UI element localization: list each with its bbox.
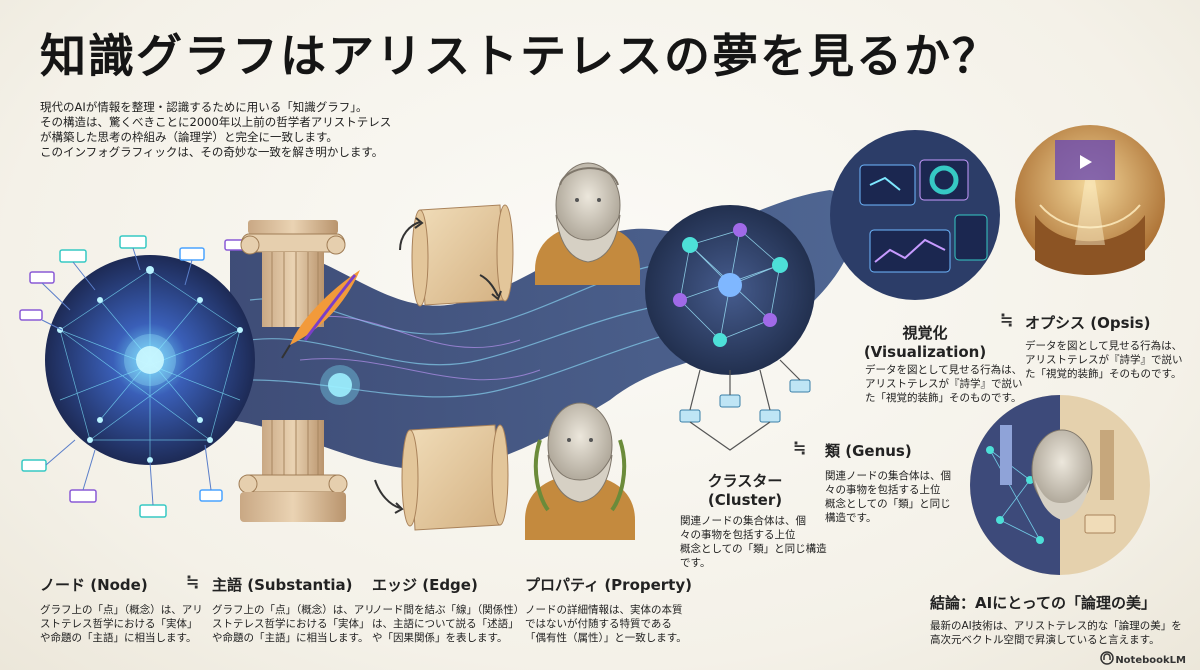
- cluster-heading-line: クラスター: [707, 472, 783, 490]
- property-heading: プロパティ (Property): [525, 576, 692, 594]
- substantia-heading: 主語 (Substantia): [212, 576, 353, 594]
- approx-symbol: ≒: [1000, 310, 1014, 329]
- dashboard-bubble: [830, 130, 1000, 300]
- node-body-line: グラフ上の「点」（概念）は、アリ: [40, 604, 203, 616]
- genus-block: 類 (Genus) 関連ノードの集合体は、個 々の事物を包括する上位 概念として…: [825, 440, 965, 525]
- visualization-body-line: データを図として見せる行為は、: [865, 364, 1023, 376]
- intro-line: このインフォグラフィックは、その奇妙な一致を解き明かします。: [40, 145, 384, 159]
- visualization-body-line: た「視覚的装飾」そのものです。: [865, 392, 1022, 404]
- visualization-heading-line: (Visualization): [863, 343, 987, 361]
- conclusion-heading: 結論：AIにとっての「論理の美」: [930, 594, 1156, 612]
- arrows: [374, 217, 502, 514]
- edge-body-line: や「因果関係」を表します。: [372, 632, 508, 644]
- property-block: プロパティ (Property) ノードの詳細情報は、実体の本質 ではないが付随…: [525, 574, 695, 645]
- genus-body-line: 概念としての「類」と同じ: [825, 498, 951, 510]
- visualization-body-line: アリストテレスが『詩学』で説い: [865, 378, 1023, 390]
- property-body-line: ではないが付随する特質である: [525, 618, 672, 630]
- genus-body-line: 々の事物を包括する上位: [825, 484, 941, 496]
- opsis-body-line: データを図として見せる行為は、: [1025, 340, 1183, 352]
- intro-line: 現代のAIが情報を整理・認識するために用いる「知識グラフ」。: [40, 100, 368, 114]
- cluster-heading-line: (Cluster): [707, 491, 783, 509]
- substantia-body: グラフ上の「点」（概念）は、アリ ストテレス哲学における「実体」 や命題の「主語…: [212, 603, 382, 645]
- opsis-block: オプシス (Opsis) データを図として見せる行為は、 アリストテレスが『詩学…: [1025, 312, 1190, 381]
- node-body-line: ストテレス哲学における「実体」: [40, 618, 198, 630]
- cluster-body-line: 々の事物を包括する上位: [680, 529, 796, 541]
- conclusion-block: 結論：AIにとっての「論理の美」 最新のAI技術は、アリストテレス的な「論理の美…: [930, 592, 1190, 647]
- cluster-body: 関連ノードの集合体は、個 々の事物を包括する上位 概念としての「類」と同じ構造 …: [680, 514, 830, 570]
- opsis-body: データを図として見せる行為は、 アリストテレスが『詩学』で説い た「視覚的装飾」…: [1025, 339, 1190, 381]
- edge-body: ノード間を結ぶ「線」（関係性） は、主語について説る「述語」 や「因果関係」を表…: [372, 603, 525, 645]
- cluster-bubble: [645, 205, 815, 451]
- opsis-body-line: た「視覚的装飾」そのものです。: [1025, 368, 1182, 380]
- knowledge-graph-globe: [19, 235, 360, 518]
- genus-heading: 類 (Genus): [825, 442, 912, 460]
- aristotle-bust-bottom: [525, 402, 635, 540]
- cluster-body-line: です。: [680, 557, 711, 569]
- opsis-heading: オプシス (Opsis): [1025, 314, 1151, 332]
- visualization-heading-line: 視覚化: [902, 324, 948, 342]
- node-heading: ノード (Node): [40, 576, 148, 594]
- genus-body-line: 関連ノードの集合体は、個: [825, 470, 951, 482]
- conclusion-bubble: [970, 395, 1150, 575]
- approx-symbol: ≒: [793, 438, 807, 457]
- substantia-body-line: ストテレス哲学における「実体」: [212, 618, 370, 630]
- cluster-body-line: 関連ノードの集合体は、個: [680, 515, 806, 527]
- notebooklm-logo: [1100, 651, 1114, 665]
- quill-feather: [281, 270, 360, 359]
- cluster-heading-block: クラスター (Cluster): [680, 470, 810, 509]
- aristotle-bust-top: [535, 162, 640, 285]
- footer-brand: NotebookLM: [1115, 655, 1186, 666]
- edge-block: エッジ (Edge) ノード間を結ぶ「線」（関係性） は、主語について説る「述語…: [372, 574, 525, 645]
- substantia-body-line: や命題の「主語」に相当します。: [212, 632, 369, 644]
- property-body: ノードの詳細情報は、実体の本質 ではないが付随する特質である 「偶有性（属性）」…: [525, 603, 695, 645]
- scroll-bottom: [401, 424, 509, 531]
- cluster-body-line: 概念としての「類」と同じ構造: [680, 543, 827, 555]
- approx-symbol: ≒: [186, 572, 200, 591]
- property-body-line: 「偶有性（属性）」と一致します。: [525, 632, 687, 644]
- substantia-block: 主語 (Substantia) グラフ上の「点」（概念）は、アリ ストテレス哲学…: [212, 574, 382, 645]
- visualization-heading-block: 視覚化 (Visualization): [860, 322, 990, 361]
- opsis-body-line: アリストテレスが『詩学』で説い: [1025, 354, 1183, 366]
- intro-text: 現代のAIが情報を整理・認識するために用いる「知識グラフ」。 その構造は、驚くべ…: [40, 100, 410, 160]
- visualization-body: データを図として見せる行為は、 アリストテレスが『詩学』で説い た「視覚的装飾」…: [865, 363, 1023, 405]
- node-body: グラフ上の「点」（概念）は、アリ ストテレス哲学における「実体」 や命題の「主語…: [40, 603, 210, 645]
- conclusion-body-line: 高次元ベクトル空間で昇演していると言えます。: [930, 634, 1160, 646]
- theater-bubble: [1015, 125, 1165, 275]
- property-body-line: ノードの詳細情報は、実体の本質: [525, 604, 683, 616]
- edge-body-line: ノード間を結ぶ「線」（関係性）: [372, 604, 525, 616]
- node-body-line: や命題の「主語」に相当します。: [40, 632, 197, 644]
- conclusion-body: 最新のAI技術は、アリストテレス的な「論理の美」を 高次元ベクトル空間で昇演して…: [930, 619, 1190, 647]
- substantia-body-line: グラフ上の「点」（概念）は、アリ: [212, 604, 375, 616]
- edge-body-line: は、主語について説る「述語」: [372, 618, 519, 630]
- edge-heading: エッジ (Edge): [372, 576, 478, 594]
- footer-label: NotebookLM: [1115, 655, 1186, 666]
- genus-body-line: 構造です。: [825, 512, 877, 524]
- conclusion-body-line: 最新のAI技術は、アリストテレス的な「論理の美」を: [930, 620, 1182, 632]
- node-block: ノード (Node) グラフ上の「点」（概念）は、アリ ストテレス哲学における「…: [40, 574, 210, 645]
- greek-column-bottom: [238, 420, 348, 522]
- page-title: 知識グラフはアリストテレスの夢を見るか？: [40, 29, 1000, 83]
- scroll-top: [411, 204, 514, 307]
- genus-body: 関連ノードの集合体は、個 々の事物を包括する上位 概念としての「類」と同じ 構造…: [825, 469, 965, 525]
- intro-line: が構築した思考の枠組み（論理学）と完全に一致します。: [40, 130, 338, 144]
- intro-line: その構造は、驚くべきことに2000年以上前の哲学者アリストテレス: [40, 115, 392, 129]
